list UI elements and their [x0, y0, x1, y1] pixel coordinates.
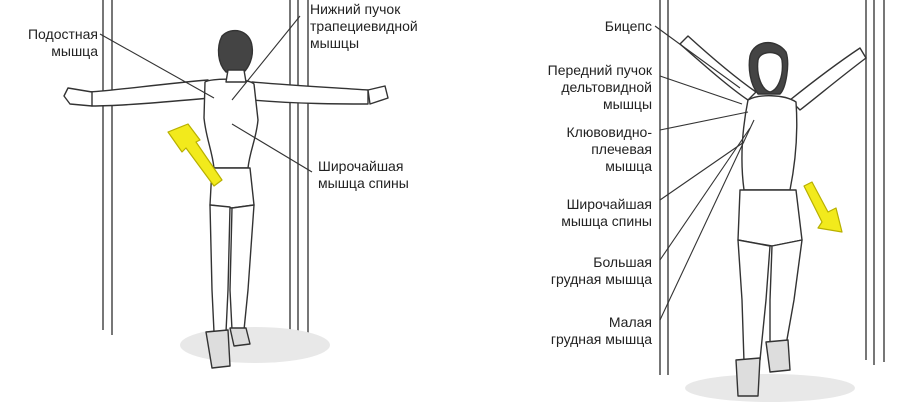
- right-motion-arrow-icon: [803, 181, 843, 233]
- label-pectoralis-minor-line2: грудная мышца: [550, 331, 652, 347]
- label-latissimus-back-line1: Широчайшая: [318, 158, 404, 174]
- right-leader-lines: [654, 25, 755, 321]
- label-coracobrachialis-line3: мышца: [605, 158, 652, 174]
- label-anterior-deltoid-line2: дельтовидной: [561, 79, 652, 95]
- label-coracobrachialis-line2: плечевая: [591, 141, 652, 157]
- right-floor-shadow: [685, 374, 855, 402]
- left-motion-arrow-icon: [167, 123, 223, 187]
- right-wall: [659, 0, 885, 375]
- label-pectoralis-minor: Малая грудная мышца: [500, 314, 652, 348]
- label-pectoralis-major-line1: Большая: [593, 254, 652, 270]
- label-biceps-line1: Бицепс: [604, 18, 652, 34]
- label-lower-trapezius: Нижний пучок трапециевидной мышцы: [310, 1, 460, 52]
- label-latissimus-back: Широчайшая мышца спины: [318, 158, 458, 192]
- left-figure-back: [63, 29, 389, 369]
- label-anterior-deltoid-line3: мышцы: [603, 96, 652, 112]
- right-figure-front: [679, 35, 867, 397]
- left-leader-lines: [99, 15, 313, 173]
- label-lower-trapezius-line3: мышцы: [310, 35, 359, 51]
- label-anterior-deltoid: Передний пучок дельтовидной мышцы: [500, 62, 652, 113]
- label-pectoralis-major-line2: грудная мышца: [550, 271, 652, 287]
- label-latissimus-front: Широчайшая мышца спины: [500, 196, 652, 230]
- label-latissimus-front-line2: мышца спины: [561, 213, 652, 229]
- label-latissimus-back-line2: мышца спины: [318, 175, 409, 191]
- label-coracobrachialis-line1: Клювовидно-: [566, 124, 653, 140]
- label-lower-trapezius-line1: Нижний пучок: [310, 1, 401, 17]
- label-infraspinatus: Подостная мышца: [10, 26, 98, 60]
- label-lower-trapezius-line2: трапециевидной: [310, 18, 418, 34]
- label-infraspinatus-line1: Подостная: [27, 26, 98, 42]
- label-pectoralis-major: Большая грудная мышца: [500, 254, 652, 288]
- label-latissimus-front-line1: Широчайшая: [566, 196, 652, 212]
- left-wall: [102, 0, 309, 335]
- label-anterior-deltoid-line1: Передний пучок: [547, 62, 652, 78]
- label-infraspinatus-line2: мышца: [51, 43, 98, 59]
- label-coracobrachialis: Клювовидно- плечевая мышца: [500, 124, 653, 175]
- left-floor-shadow: [180, 327, 330, 363]
- label-biceps: Бицепс: [520, 18, 652, 35]
- label-pectoralis-minor-line1: Малая: [608, 314, 652, 330]
